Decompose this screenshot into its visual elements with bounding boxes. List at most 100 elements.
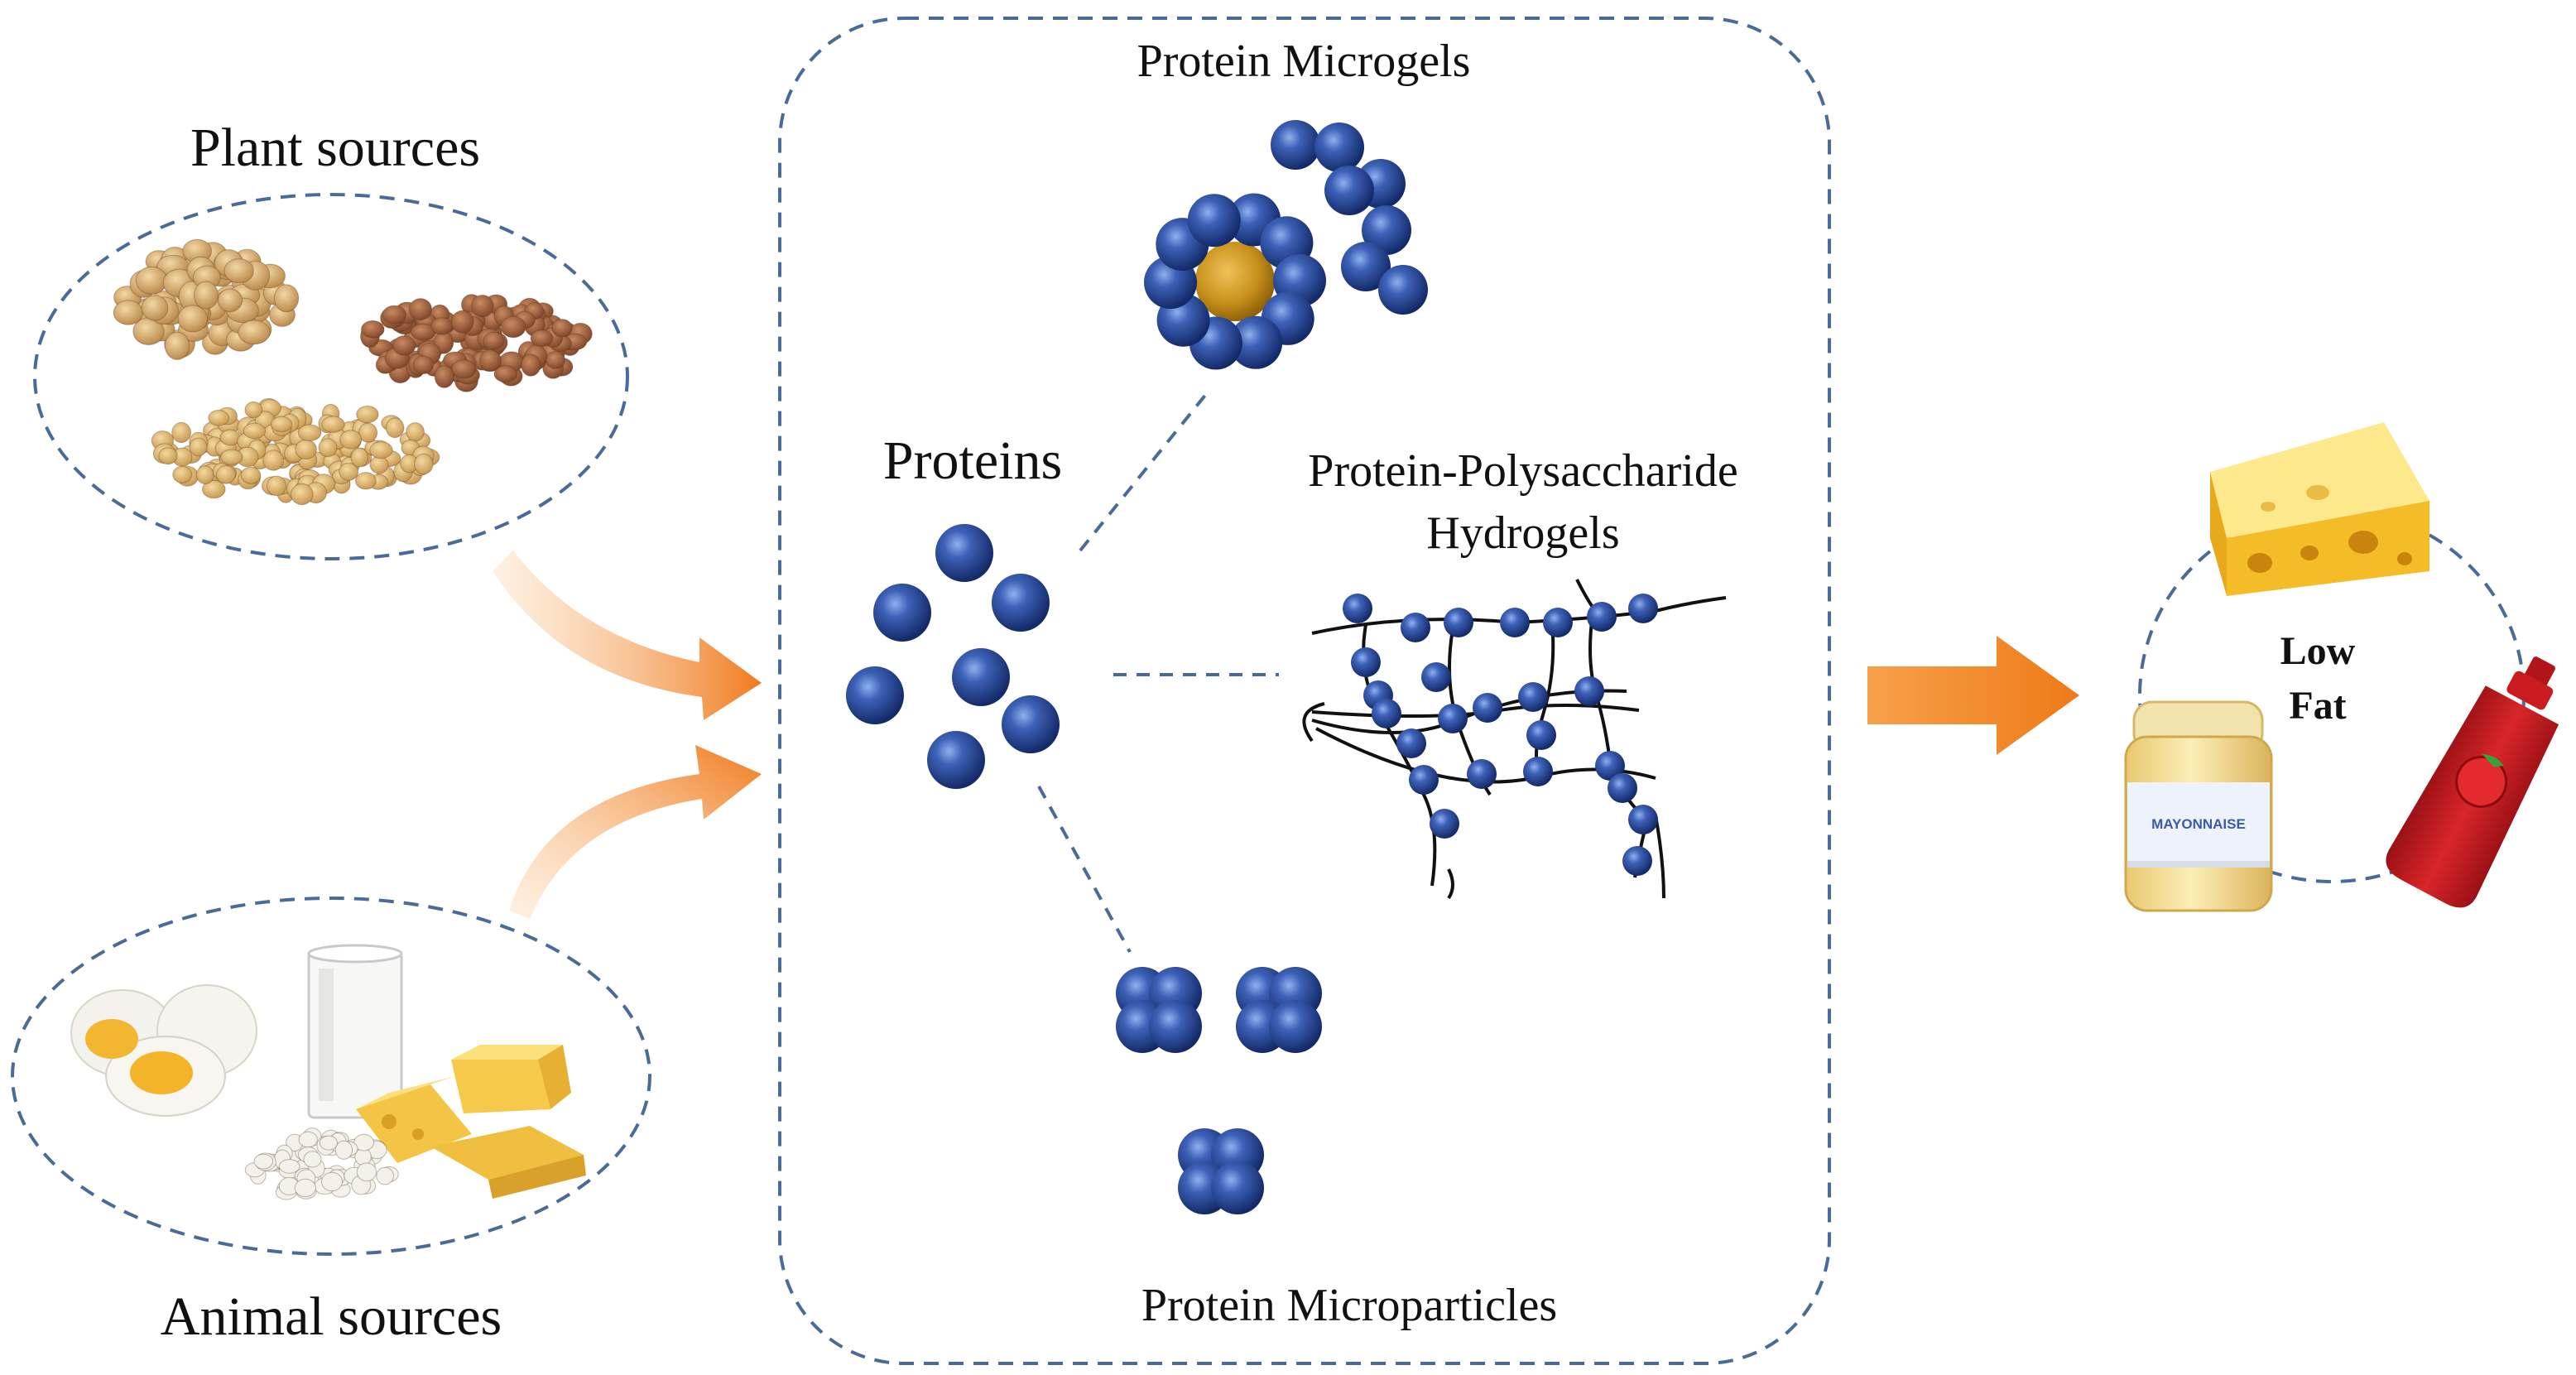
free-protein-sphere [1002, 695, 1060, 753]
chickpea [164, 331, 190, 360]
output-arrow [1867, 636, 2079, 755]
soybean [171, 421, 192, 444]
soybean [406, 422, 425, 442]
hydrogel-bead [1421, 662, 1451, 692]
hydrogel-bead [1500, 608, 1530, 637]
soybean [339, 462, 359, 481]
microgel-chain-sphere [1341, 242, 1391, 291]
soybean [244, 401, 263, 419]
hydrogel-bead [1543, 608, 1573, 637]
soybean [266, 475, 287, 497]
fat-label: Fat [2289, 684, 2346, 728]
microgel-chain-sphere [1378, 265, 1428, 315]
soybeans-image [151, 397, 440, 506]
hydrogel-bead [1622, 846, 1652, 876]
soybean [297, 424, 322, 442]
soybean [356, 406, 379, 424]
lentil [434, 365, 454, 388]
soybean [355, 472, 377, 490]
free-protein-sphere [935, 524, 993, 582]
hydrogel-bead [1608, 773, 1637, 803]
hydrogels-label-line2: Hydrogels [1426, 507, 1619, 559]
cottage-cheese-image [244, 1127, 399, 1200]
lentil [392, 335, 416, 356]
soybean [318, 438, 338, 458]
plant-arrow [493, 550, 762, 720]
animal-sources-ellipse [11, 897, 651, 1256]
microgel-sphere [1229, 315, 1283, 369]
lentil [412, 355, 435, 375]
soybean [208, 410, 230, 426]
milk-glass-image [307, 944, 403, 1119]
microgel-chain-sphere [1314, 123, 1364, 172]
soybean [295, 439, 317, 460]
hydrogel-bead [1409, 765, 1439, 795]
microparticle-sphere [1269, 1000, 1322, 1053]
hydrogel-bead [1372, 699, 1401, 728]
hydrogel-bead [1430, 809, 1459, 839]
cottage-curd [353, 1133, 375, 1151]
hydrogel-bead [1595, 751, 1625, 781]
lentil [545, 351, 565, 369]
lentil [483, 331, 505, 350]
soybean [215, 464, 236, 484]
connector-microgels [1079, 387, 1212, 552]
cottage-curd [321, 1171, 343, 1192]
lentils-image [360, 294, 593, 392]
hydrogel-bead [1401, 613, 1430, 642]
cottage-curd [303, 1151, 322, 1168]
animal-arrow [509, 745, 762, 919]
cottage-curd [376, 1166, 394, 1185]
hydrogel-bead [1526, 720, 1556, 750]
lentil [451, 359, 477, 379]
free-protein-sphere [952, 648, 1010, 706]
free-protein-sphere [927, 731, 985, 789]
mayonnaise-jar-icon: MAYONNAISE [2124, 700, 2273, 912]
hydrogel-bead [1444, 608, 1473, 637]
hydrogel-bead [1587, 602, 1617, 632]
proteins-label: Proteins [883, 430, 1062, 491]
soybean [240, 466, 262, 484]
plant-sources-ellipse [33, 193, 629, 560]
lentil [471, 295, 494, 318]
microgel-sphere [1187, 194, 1241, 248]
cottage-curd [334, 1140, 353, 1160]
proteins-cluster [846, 524, 1060, 789]
chickpea [194, 281, 219, 310]
hydrogel-bead [1628, 805, 1658, 834]
lentil [500, 315, 526, 339]
chickpea [135, 266, 168, 295]
hydrogel-bead [1438, 704, 1468, 733]
lentil [430, 317, 454, 335]
soybean [220, 449, 243, 465]
microgel-chain-sphere [1271, 120, 1320, 170]
hydrogel-bead [1628, 594, 1658, 623]
lentil [361, 320, 385, 339]
soybean [321, 416, 345, 433]
low-label: Low [2280, 629, 2356, 673]
soybean [369, 455, 389, 474]
soybean [158, 447, 178, 465]
soybean [350, 447, 369, 468]
soybean [262, 450, 285, 471]
cheese-wedge-icon [2210, 422, 2429, 596]
hydrogel-bead [1343, 594, 1372, 623]
soybean [189, 437, 208, 457]
hydrogel-bead [1396, 728, 1426, 758]
cottage-curd [294, 1178, 316, 1198]
hydrogel-bead [1473, 693, 1502, 723]
soybean [196, 465, 214, 485]
cottage-curd [278, 1159, 300, 1174]
plant-sources-label: Plant sources [190, 118, 480, 178]
connector-microparticles [1037, 786, 1132, 953]
lentil [409, 298, 432, 321]
lentil [521, 353, 541, 377]
ketchup-bottle-icon [2386, 656, 2559, 908]
soybean [172, 465, 193, 484]
hydrogel-bead [1523, 757, 1553, 786]
lentil [478, 349, 502, 372]
hydrogel-spheres [1343, 594, 1658, 876]
lentil [551, 319, 573, 338]
chickpeas-image [113, 238, 300, 360]
